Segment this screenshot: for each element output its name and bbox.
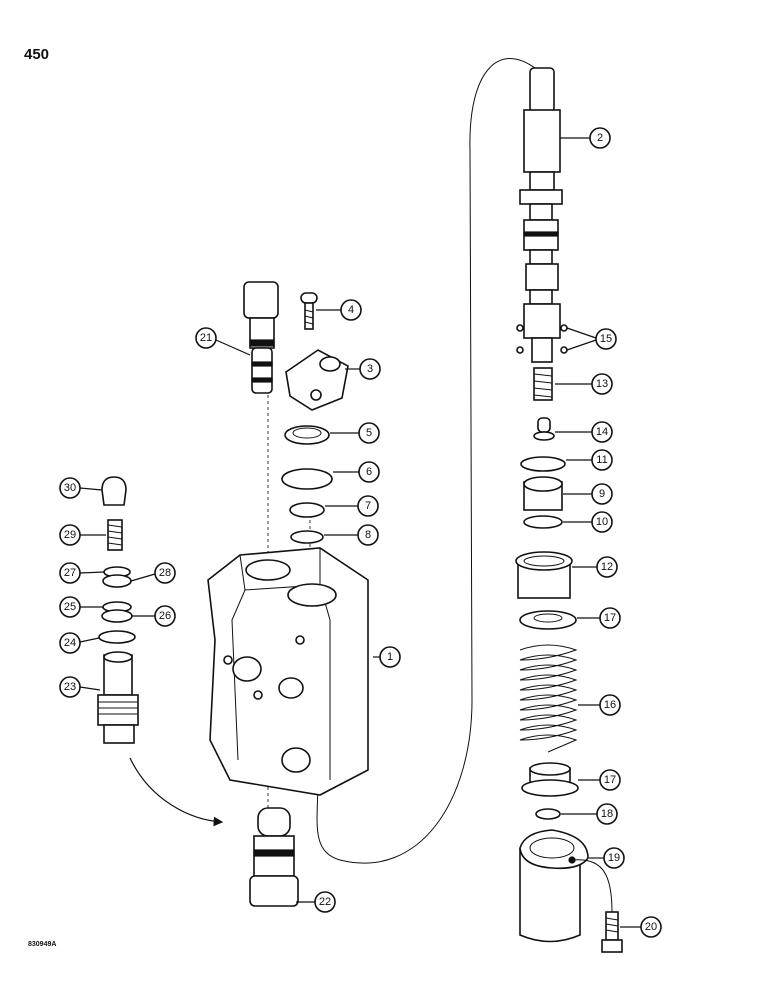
seal-5 (284, 425, 330, 445)
svg-text:25: 25 (64, 601, 76, 613)
spring-seat-17-upper (519, 610, 577, 630)
callout-26: 26 (132, 605, 176, 627)
spool-2 (519, 67, 563, 363)
callout-5: 5 (330, 422, 380, 444)
ring-26 (101, 609, 133, 623)
ring-28 (102, 574, 132, 588)
spring-13 (533, 367, 553, 401)
svg-text:17: 17 (604, 774, 616, 786)
callout-15: 15 (566, 327, 617, 351)
callout-28: 28 (130, 562, 176, 584)
svg-text:29: 29 (64, 529, 76, 541)
svg-text:10: 10 (596, 516, 608, 528)
flange-3 (285, 349, 349, 411)
o-ring-11 (520, 456, 566, 472)
callout-9: 9 (563, 483, 613, 505)
callout-1: 1 (373, 646, 401, 668)
callout-25: 25 (59, 596, 103, 618)
callout-27: 27 (59, 562, 105, 584)
callout-30: 30 (59, 477, 103, 499)
svg-text:19: 19 (608, 852, 620, 864)
svg-text:26: 26 (159, 610, 171, 622)
svg-text:1: 1 (387, 651, 393, 663)
svg-text:22: 22 (319, 896, 331, 908)
callout-17-upper: 17 (577, 607, 621, 629)
o-ring-8 (290, 530, 324, 544)
callout-10: 10 (563, 511, 613, 533)
callout-12: 12 (572, 556, 618, 578)
callout-2: 2 (560, 127, 611, 149)
relief-valve-22 (249, 807, 299, 907)
callout-22: 22 (296, 891, 336, 913)
callout-13: 13 (555, 373, 613, 395)
washer-18 (535, 808, 561, 820)
plunger-14 (533, 417, 555, 441)
svg-text:21: 21 (200, 332, 212, 344)
svg-text:28: 28 (159, 567, 171, 579)
assembly-direction-arrow (129, 757, 224, 827)
screw-20 (601, 911, 623, 953)
callout-3: 3 (345, 358, 381, 380)
spring-29 (107, 519, 123, 551)
svg-text:14: 14 (596, 426, 608, 438)
callout-7: 7 (325, 495, 379, 517)
svg-text:9: 9 (599, 488, 605, 500)
svg-text:3: 3 (367, 363, 373, 375)
callout-17-lower: 17 (578, 769, 621, 791)
svg-text:18: 18 (601, 808, 613, 820)
page-number: 450 (24, 46, 50, 63)
valve-body-1 (207, 547, 369, 796)
svg-text:12: 12 (601, 561, 613, 573)
cap-12 (515, 551, 573, 599)
callout-6: 6 (333, 461, 380, 483)
svg-text:8: 8 (365, 529, 371, 541)
svg-text:20: 20 (645, 921, 657, 933)
svg-text:5: 5 (366, 427, 372, 439)
callout-14: 14 (555, 421, 613, 443)
callout-16: 16 (578, 694, 621, 716)
svg-text:11: 11 (596, 454, 607, 466)
spring-16 (519, 644, 578, 753)
svg-text:27: 27 (64, 567, 76, 579)
callout-24: 24 (59, 632, 100, 654)
svg-text:7: 7 (365, 500, 371, 512)
cap-30 (101, 476, 127, 506)
svg-text:6: 6 (366, 466, 372, 478)
figure-code: 830949A (28, 941, 57, 948)
svg-text:30: 30 (64, 482, 76, 494)
svg-text:15: 15 (600, 333, 612, 345)
callout-29: 29 (59, 524, 106, 546)
bushing-9 (523, 476, 563, 511)
callout-20: 20 (620, 916, 662, 938)
ring-7 (289, 502, 325, 518)
callout-4: 4 (316, 299, 362, 321)
o-ring-24 (98, 630, 136, 644)
cap-19 (519, 829, 589, 943)
svg-text:13: 13 (596, 378, 608, 390)
washer-6 (281, 468, 333, 490)
svg-text:4: 4 (348, 304, 354, 316)
screw-4 (300, 292, 318, 330)
ring-10 (523, 515, 563, 529)
svg-text:23: 23 (64, 681, 76, 693)
cartridge-23 (97, 651, 139, 744)
relief-valve-cartridge-21 (243, 281, 279, 394)
callout-8: 8 (324, 524, 379, 546)
callout-11: 11 (566, 449, 613, 471)
svg-text:17: 17 (604, 612, 616, 624)
svg-text:16: 16 (604, 699, 616, 711)
svg-text:24: 24 (64, 637, 76, 649)
spring-seat-17-lower (521, 762, 579, 797)
callout-18: 18 (561, 803, 618, 825)
callout-21: 21 (195, 327, 251, 356)
assembly-link-line (316, 58, 541, 864)
svg-text:2: 2 (597, 132, 603, 144)
callout-19: 19 (589, 847, 625, 869)
callout-23: 23 (59, 676, 101, 698)
